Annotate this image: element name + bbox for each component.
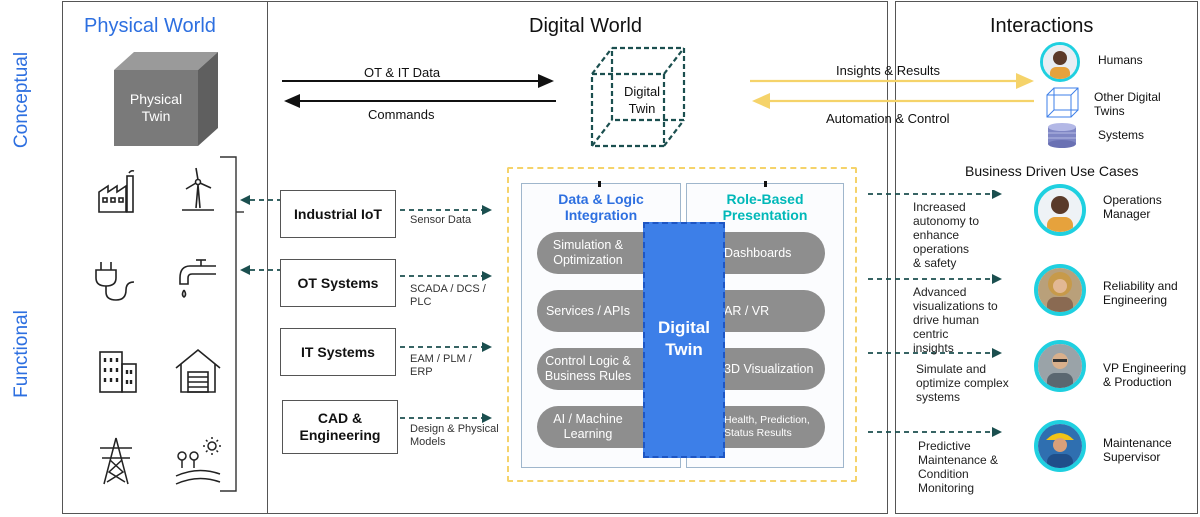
industrial-iot-detail: Sensor Data — [410, 214, 472, 226]
digital-twin-cube-label-1: Digital — [623, 84, 661, 99]
functional-dashed-arrows-left — [240, 195, 492, 423]
conceptual-gold-arrows — [750, 73, 1034, 109]
building-icon — [99, 351, 137, 393]
other-digital-twins-label-1: Other Digital — [1094, 90, 1161, 104]
cad-detail-2: Models — [410, 436, 446, 448]
person-icon — [1038, 424, 1082, 468]
cube-icon — [1046, 87, 1079, 118]
humans-avatar — [1040, 42, 1080, 82]
person-icon — [1038, 344, 1082, 388]
digital-world-panel — [267, 1, 888, 514]
maintenance-supervisor-avatar — [1034, 420, 1086, 472]
pill-control-logic: Control Logic &Business Rules — [537, 348, 657, 390]
pill-health-prediction: Health, Prediction,Status Results — [712, 406, 825, 448]
house-icon — [175, 348, 221, 393]
person-icon — [1038, 188, 1082, 232]
industrial-iot-box: Industrial IoT — [280, 190, 396, 238]
insights-results-label: Insights & Results — [836, 63, 941, 78]
ot-systems-detail-2: PLC — [410, 296, 432, 308]
pill-ar-vr: AR / VR — [712, 290, 825, 332]
vp-engineering-avatar — [1034, 340, 1086, 392]
faucet-icon — [179, 259, 216, 298]
it-systems-box: IT Systems — [280, 328, 396, 376]
it-systems-detail-2: ERP — [410, 366, 433, 378]
core-frame — [507, 167, 857, 482]
plug-icon — [95, 262, 135, 301]
commands-label: Commands — [368, 107, 435, 122]
conceptual-label: Conceptual — [11, 51, 32, 149]
digital-world-title: Digital World — [529, 15, 642, 37]
digital-twin-wire-cube — [590, 46, 686, 148]
conceptual-black-arrows — [282, 74, 556, 108]
factory-icon — [98, 169, 135, 213]
core-digital-twin-label-1: Digital — [658, 318, 710, 337]
functional-label: Functional — [11, 310, 32, 398]
power-tower-icon — [100, 437, 132, 485]
pill-simulation-optimization: Simulation &Optimization — [537, 232, 657, 274]
it-systems-label: IT Systems — [301, 343, 375, 360]
cad-label-2: Engineering — [299, 427, 381, 443]
core-digital-twin-label-2: Twin — [665, 340, 703, 359]
automation-control-label: Automation & Control — [826, 111, 950, 126]
ot-it-data-label: OT & IT Data — [364, 65, 441, 80]
systems-label: Systems — [1098, 128, 1145, 142]
pill-dashboards: Dashboards — [712, 232, 825, 274]
operations-manager-avatar — [1034, 184, 1086, 236]
ot-systems-box: OT Systems — [280, 259, 396, 307]
person-icon — [1038, 268, 1082, 312]
core-right-tick — [764, 181, 767, 187]
physical-twin-label-1: Physical — [129, 91, 183, 107]
farm-sun-icon — [175, 437, 221, 485]
role-vp-engineering: VP Engineering& Production — [1103, 361, 1187, 389]
person-icon — [1043, 45, 1077, 79]
physical-bracket — [220, 156, 244, 492]
left-column-header-2: Integration — [564, 207, 638, 223]
use-cases-title: Business Driven Use Cases — [965, 163, 1139, 179]
left-column-header-1: Data & Logic — [558, 191, 644, 207]
reliability-engineering-avatar — [1034, 264, 1086, 316]
interactions-panel — [895, 1, 1198, 514]
humans-label: Humans — [1098, 53, 1143, 67]
interactions-title: Interactions — [990, 15, 1094, 37]
core-left-tick — [598, 181, 601, 187]
it-systems-detail-1: EAM / PLM / — [410, 353, 472, 365]
database-icon — [1048, 123, 1076, 148]
cad-detail-1: Design & Physical — [410, 423, 499, 435]
right-column-header-2: Presentation — [722, 207, 808, 223]
core-digital-twin-column — [643, 222, 725, 458]
physical-twin-cube — [114, 52, 218, 146]
functional-dashed-arrows-right — [868, 190, 1002, 437]
physical-twin-label-2: Twin — [141, 108, 171, 124]
ot-systems-label: OT Systems — [297, 274, 379, 291]
industrial-iot-label: Industrial IoT — [294, 205, 382, 222]
pill-3d-visualization: 3D Visualization — [712, 348, 825, 390]
wind-turbine-icon — [182, 167, 214, 211]
pill-services-apis: Services / APIs — [537, 290, 657, 332]
digital-twin-cube-label-2: Twin — [628, 101, 656, 116]
cad-engineering-box: CAD & Engineering — [282, 400, 398, 454]
ot-systems-detail-1: SCADA / DCS / — [410, 283, 486, 295]
physical-world-title: Physical World — [84, 15, 216, 37]
right-column-header-1: Role-Based — [726, 191, 804, 207]
cad-label-1: CAD & — [317, 410, 363, 426]
other-digital-twins-label-2: Twins — [1094, 104, 1125, 118]
